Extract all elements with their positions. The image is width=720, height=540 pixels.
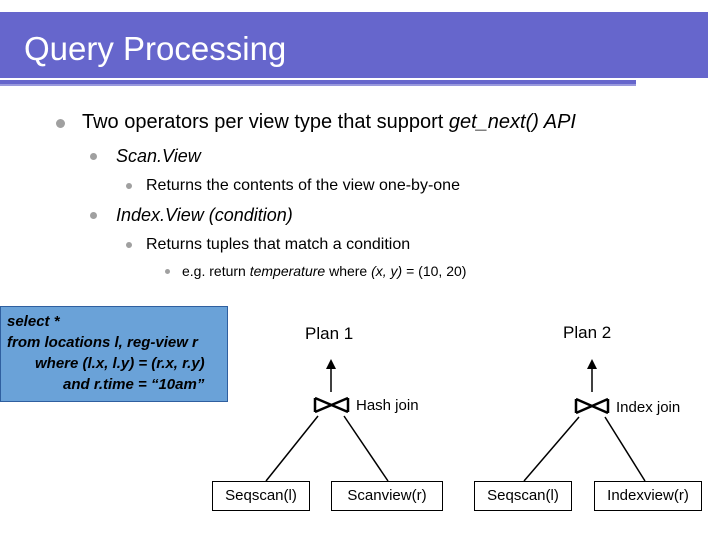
sql-line-where: where (l.x, l.y) = (r.x, r.y) xyxy=(35,355,205,372)
plan1-join-icon xyxy=(313,396,350,414)
title-underline-shadow xyxy=(0,84,636,86)
example-prefix: e.g. return xyxy=(182,263,250,279)
plan2-join-icon xyxy=(574,397,610,415)
sql-line-and: and r.time = “10am” xyxy=(63,376,205,393)
sql-line-from: from locations l, reg-view r xyxy=(7,334,198,351)
bullet-operators: Two operators per view type that support… xyxy=(82,111,576,134)
bullet-index-view-desc: Returns tuples that match a condition xyxy=(146,236,411,253)
bullet-scan-view-desc: Returns the contents of the view one-by-… xyxy=(146,177,460,194)
plan1-right-edge xyxy=(343,415,389,482)
plan1-join-label: Hash join xyxy=(356,397,419,414)
bullet-dot xyxy=(90,212,97,219)
plan1-seqscan-node: Seqscan(l) xyxy=(212,481,310,511)
plan2-seqscan-node: Seqscan(l) xyxy=(474,481,572,511)
bullet-dot xyxy=(165,269,170,274)
plan1-left-edge xyxy=(265,415,319,482)
bullet-operators-text: Two operators per view type that support xyxy=(82,111,449,133)
bullet-index-view: Index.View (condition) xyxy=(116,205,293,225)
sql-line-select: select * xyxy=(7,313,60,330)
title-bar-edge xyxy=(700,12,708,78)
plan1-scanview-node: Scanview(r) xyxy=(331,481,443,511)
bullet-scan-view: Scan.View xyxy=(116,146,201,166)
bullet-operators-api: get_next() API xyxy=(448,111,576,133)
bullet-example: e.g. return temperature where (x, y) = (… xyxy=(182,263,466,279)
plan2-join-label: Index join xyxy=(616,399,681,416)
example-suffix: = (10, 20) xyxy=(402,263,467,279)
plan1-label: Plan 1 xyxy=(305,324,354,343)
plan2-label: Plan 2 xyxy=(563,323,612,342)
bullet-dot xyxy=(126,183,132,189)
plan2-indexview-node: Indexview(r) xyxy=(594,481,702,511)
bullet-dot xyxy=(90,153,97,160)
plan2-right-edge xyxy=(604,416,646,482)
sql-query-box: select * from locations l, reg-view r wh… xyxy=(0,306,228,402)
bullet-dot xyxy=(126,242,132,248)
bullet-dot xyxy=(56,119,65,128)
title-underline xyxy=(0,80,636,84)
example-xy: (x, y) xyxy=(371,263,403,279)
slide-title: Query Processing xyxy=(24,30,287,67)
example-where: where xyxy=(325,263,372,279)
plan2-left-edge xyxy=(523,416,580,482)
example-temperature: temperature xyxy=(249,263,326,279)
title-bar xyxy=(0,12,708,78)
